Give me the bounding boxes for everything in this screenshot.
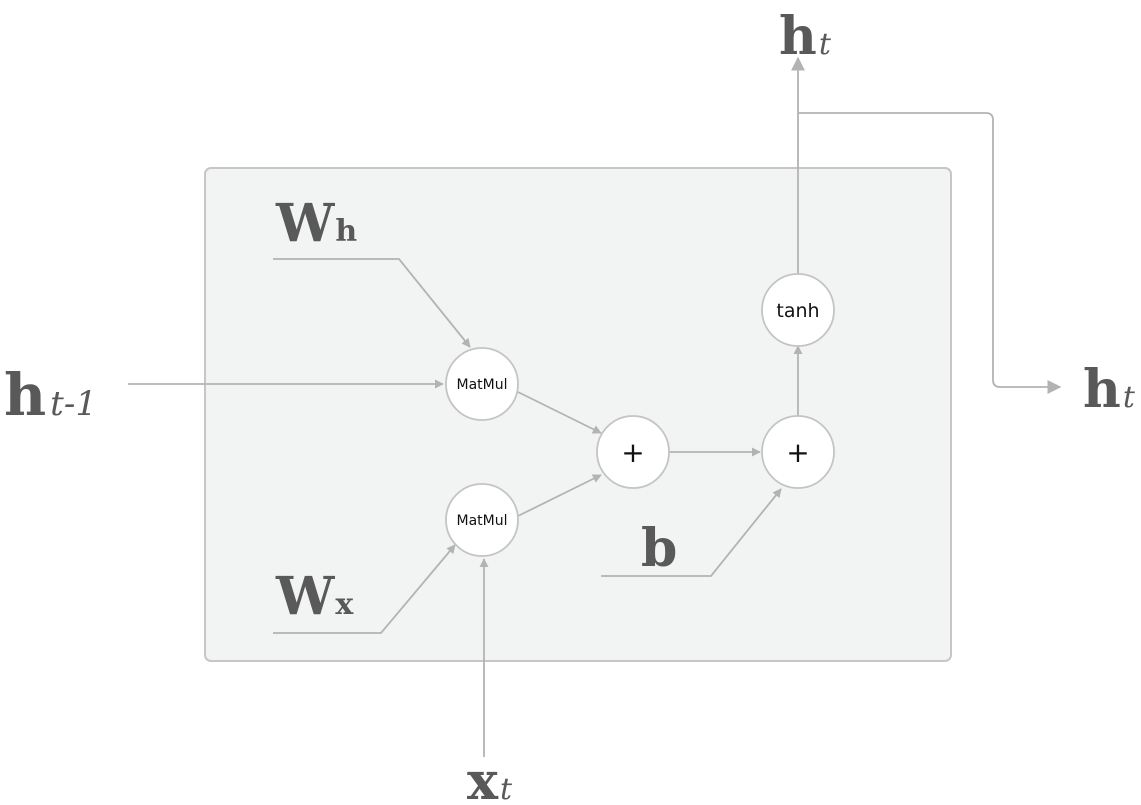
add-node-1: + (596, 415, 670, 489)
x-t-label: xt (467, 751, 513, 805)
add-node-2: + (761, 415, 835, 489)
edge-bias-to-add2 (601, 488, 782, 577)
w-x-label: Wx (275, 566, 354, 627)
h-t-right-label: ht (1083, 359, 1136, 420)
h-t-top-label: ht (779, 6, 832, 67)
add-1-label: + (621, 436, 644, 469)
matmul-h-label: MatMul (457, 377, 508, 393)
edge-matmul-h-to-add1 (517, 391, 602, 434)
edge-h-branch-to-right (798, 112, 1062, 394)
bias-label: b (641, 518, 677, 579)
matmul-x-label: MatMul (457, 513, 508, 529)
tanh-node: tanh (761, 273, 835, 347)
edge-matmul-x-to-add1 (517, 474, 602, 517)
matmul-x-node: MatMul (445, 483, 519, 557)
edge-wh-to-matmul-h (273, 258, 471, 348)
w-h-label: Wh (275, 193, 357, 254)
tanh-label: tanh (776, 300, 819, 322)
add-2-label: + (786, 436, 809, 469)
matmul-h-node: MatMul (445, 347, 519, 421)
rnn-cell-box (204, 167, 952, 662)
edge-wx-to-matmul-x (273, 544, 456, 634)
